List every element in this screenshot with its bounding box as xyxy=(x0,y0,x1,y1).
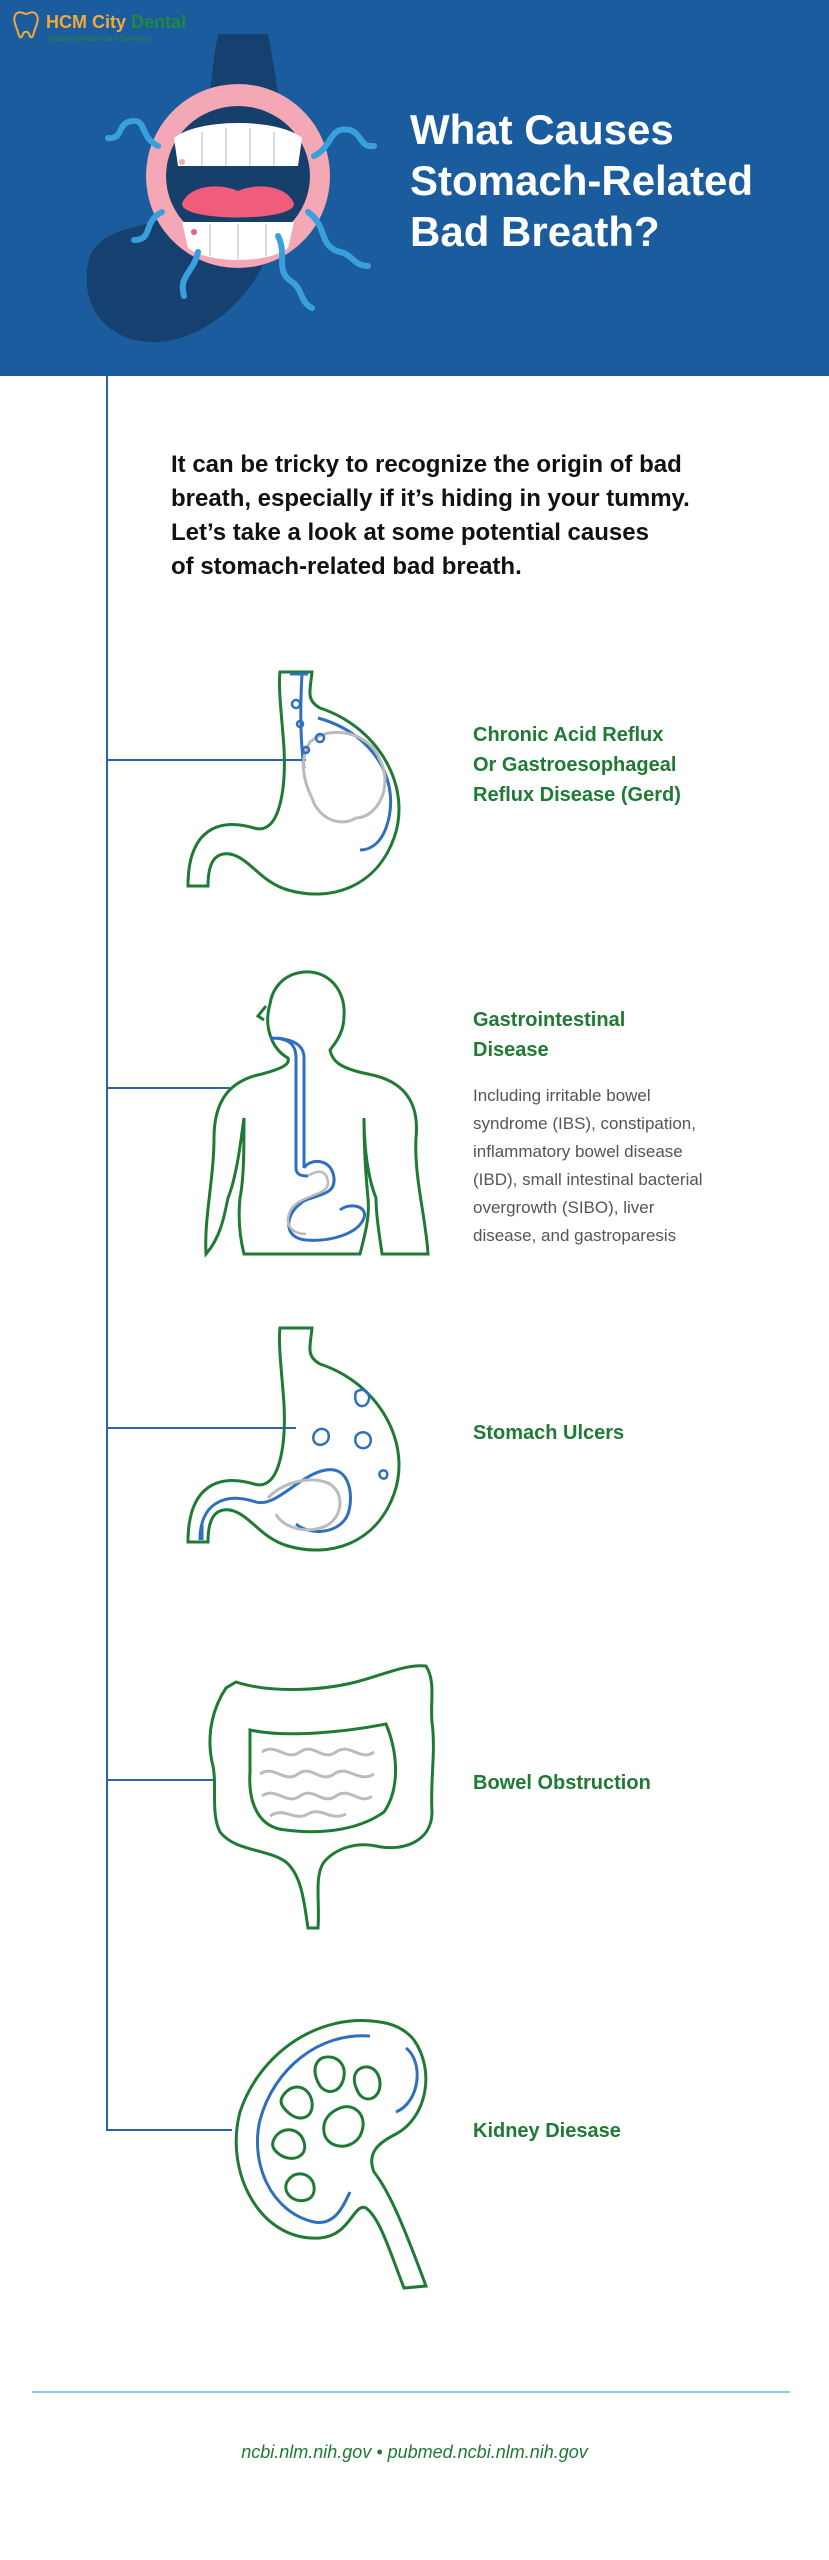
cause-description-gi-disease: Including irritable bowel syndrome (IBS)… xyxy=(473,1086,703,1245)
cause-title-stomach-ulcers: Stomach Ulcers xyxy=(473,1422,625,1444)
timeline-line xyxy=(106,376,108,2130)
timeline-connector xyxy=(106,759,306,761)
cause-title-kidney-disease: Kidney Diesase xyxy=(473,2120,621,2142)
timeline-connector xyxy=(106,1779,214,1781)
human-torso-digestive-icon xyxy=(204,970,430,1258)
cause-title-bowel-obstruction: Bowel Obstruction xyxy=(473,1772,651,1794)
intestines-icon xyxy=(208,1664,435,1930)
page-title: What Causes Stomach-Related Bad Breath? xyxy=(410,106,754,255)
cause-title-acid-reflux: Chronic Acid Reflux Or Gastroesophageal … xyxy=(473,724,681,806)
header-banner: HCM City Dental Quality Dental Care Serv… xyxy=(0,0,829,376)
logo-tagline: Quality Dental Care Services xyxy=(48,34,151,43)
mouth-bad-breath-icon xyxy=(86,34,377,343)
stomach-reflux-icon xyxy=(186,670,401,896)
footer-divider xyxy=(32,2391,790,2393)
timeline-connector xyxy=(106,1427,296,1429)
intro-text: It can be tricky to recognize the origin… xyxy=(171,451,690,580)
timeline-connector xyxy=(106,2129,232,2131)
cause-title-gi-disease: Gastrointestinal Disease xyxy=(473,1009,626,1061)
tooth-icon xyxy=(13,11,39,39)
timeline-connector xyxy=(106,1087,230,1089)
logo-name: HCM City Dental xyxy=(46,12,187,32)
footer-sources[interactable]: ncbi.nlm.nih.gov • pubmed.ncbi.nlm.nih.g… xyxy=(241,2442,588,2462)
stomach-ulcer-icon xyxy=(186,1326,401,1552)
kidney-icon xyxy=(234,2019,429,2290)
logo[interactable]: HCM City Dental Quality Dental Care Serv… xyxy=(12,10,212,46)
